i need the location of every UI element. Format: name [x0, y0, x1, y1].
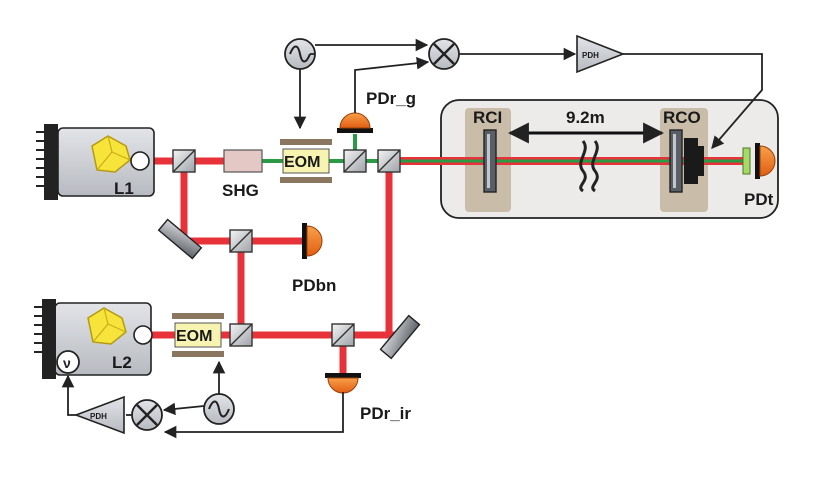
eom-upper: EOM — [280, 139, 332, 183]
triangle-amplifier-icon — [576, 34, 626, 74]
cavity-input-mirror: RCI — [473, 108, 502, 193]
piezo-actuator — [684, 138, 698, 184]
pdh-upper: PDH — [576, 34, 626, 74]
mixer-upper — [428, 38, 460, 70]
ir-beams — [133, 157, 400, 375]
laser-l1-label: L1 — [114, 179, 134, 198]
pd-reflect-green-label: PDr_g — [366, 89, 416, 108]
beam-splitter-1 — [172, 149, 196, 173]
eom-lower: EOM — [172, 313, 224, 357]
laser-l2: L2 ν — [34, 299, 153, 379]
cavity-output-mirror: RCO — [663, 108, 704, 193]
eom-upper-label: EOM — [284, 154, 320, 171]
shg-label: SHG — [222, 181, 259, 200]
triangle-amplifier-icon — [73, 395, 125, 435]
beam-splitter-6 — [331, 323, 355, 347]
pdh-lower-label: PDH — [90, 412, 107, 421]
mirror-left — [157, 218, 203, 260]
sine-wave-icon — [208, 400, 230, 418]
vco-symbol: ν — [63, 355, 71, 371]
pd-reflect-green: PDr_g — [337, 89, 416, 133]
beam-splitter-5 — [229, 323, 253, 347]
cavity-length-label: 9.2m — [566, 108, 605, 127]
mixer-lower — [131, 399, 163, 431]
pd-transmit-label: PDt — [744, 190, 774, 209]
beam-splitters — [172, 149, 401, 347]
laser-l1: L1 — [36, 124, 155, 200]
laser-l2-label: L2 — [112, 353, 132, 372]
beam-splitter-3 — [377, 149, 401, 173]
cavity-length-arrow: 9.2m — [507, 108, 665, 144]
mirror-right — [379, 314, 421, 360]
mixer-cross-icon — [136, 404, 158, 426]
pdh-lower: PDH — [73, 395, 125, 435]
pd-reflect-ir-label: PDr_ir — [360, 404, 411, 423]
oscillator-lower — [203, 393, 235, 425]
beam-splitter-4 — [229, 229, 253, 253]
green-filter — [742, 147, 751, 175]
pdh-upper-label: PDH — [582, 51, 599, 60]
shg-crystal: SHG — [222, 149, 263, 200]
rci-label: RCI — [473, 108, 502, 127]
sine-wave-icon — [289, 45, 311, 63]
pd-transmit: PDt — [742, 143, 776, 209]
rco-label: RCO — [663, 108, 701, 127]
wavy-break-icon — [579, 140, 599, 193]
pd-beatnote-label: PDbn — [292, 276, 336, 295]
oscillator-upper — [284, 38, 316, 70]
vco-circle — [56, 350, 80, 374]
pd-beatnote: PDbn — [292, 223, 336, 295]
eom-lower-label: EOM — [176, 328, 212, 345]
beam-splitter-2 — [343, 149, 367, 173]
signal-wires — [61, 45, 763, 439]
pd-reflect-ir: PDr_ir — [325, 373, 411, 423]
